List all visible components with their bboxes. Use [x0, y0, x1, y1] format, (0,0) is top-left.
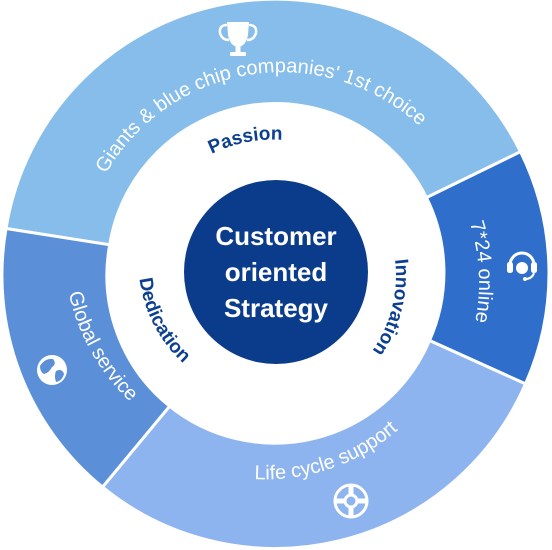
center-line-2: oriented [225, 257, 328, 287]
trophy-icon [218, 22, 258, 56]
segment-global [0, 227, 172, 489]
globe-icon [37, 355, 67, 385]
segment-lifecycle [101, 339, 527, 550]
segment-giants [4, 0, 522, 247]
center-line-3: Strategy [224, 293, 329, 323]
center-circle [184, 180, 368, 364]
center-line-1: Customer [215, 221, 336, 251]
headset-icon [507, 251, 537, 281]
lifebuoy-icon [333, 483, 369, 519]
